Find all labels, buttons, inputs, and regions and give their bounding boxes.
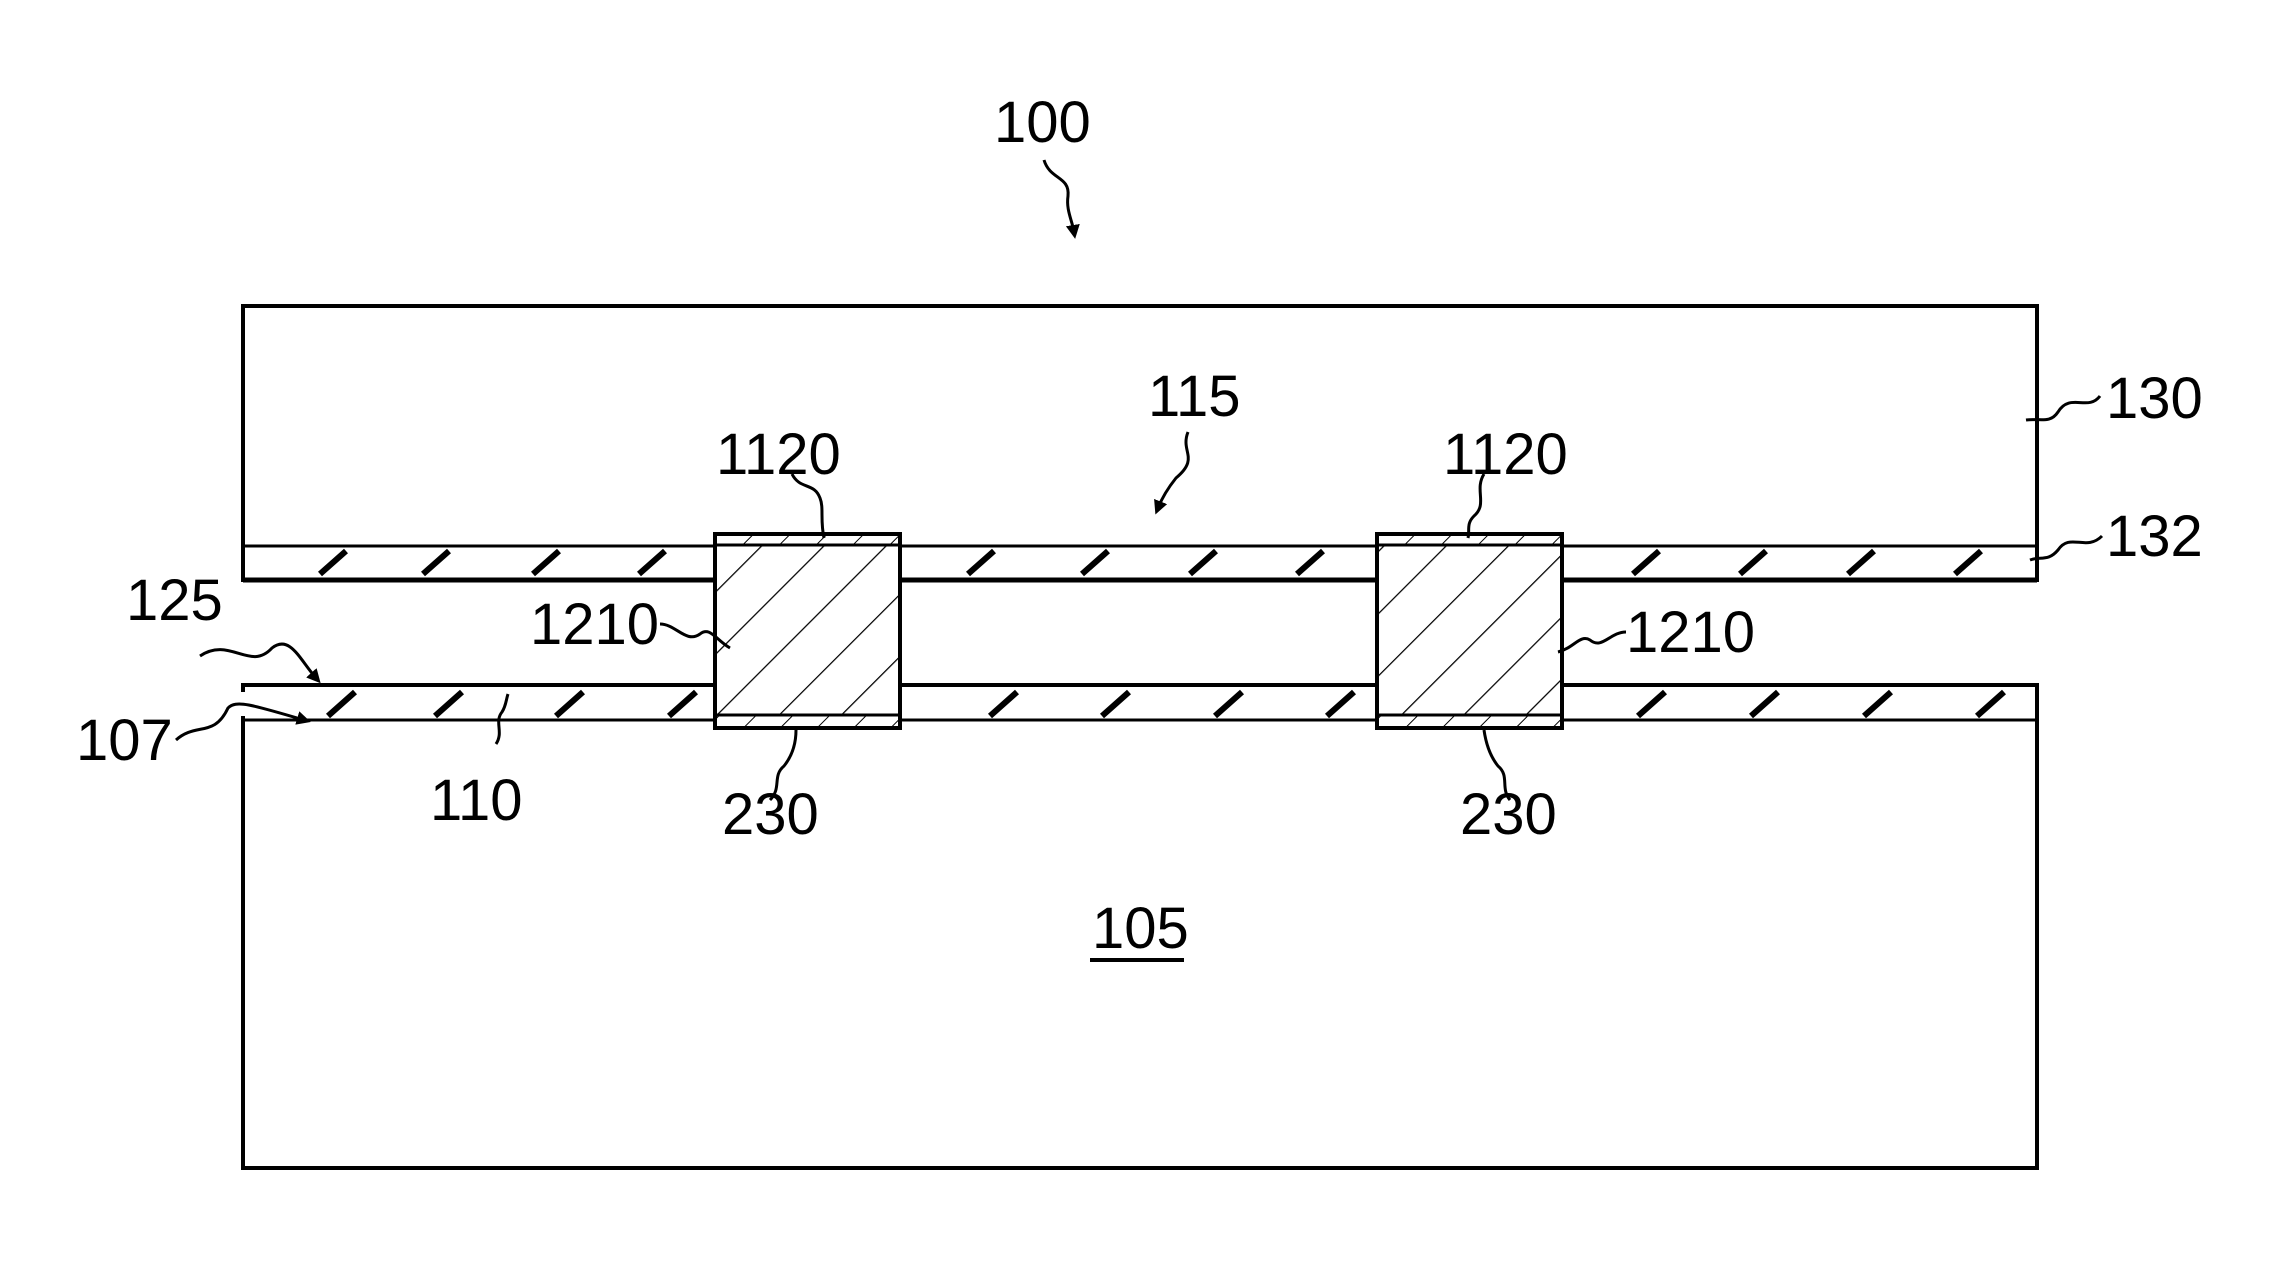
label-top-layer: 132	[2106, 504, 2203, 569]
label-surface-arrow: 125	[126, 568, 223, 633]
label-top-cap-right: 1120	[1443, 422, 1568, 487]
label-device: 100	[994, 90, 1091, 155]
pad-right	[1379, 715, 1560, 726]
top-layer-hatch	[320, 551, 1981, 574]
label-pillar-left: 1210	[530, 592, 659, 657]
label-top-cap-left: 1120	[716, 422, 841, 487]
label-surface: 107	[76, 708, 173, 773]
label-bottom-pad-left: 230	[722, 782, 819, 847]
arrow-100	[1044, 160, 1074, 232]
label-gap: 115	[1148, 364, 1240, 429]
label-bottom-pad-right: 230	[1460, 782, 1557, 847]
top-substrate	[243, 306, 2037, 580]
arrow-115	[1158, 432, 1188, 508]
cap-left	[717, 536, 898, 545]
label-bottom-layer: 110	[430, 768, 522, 833]
label-top-substrate: 130	[2106, 366, 2203, 431]
label-substrate: 105	[1092, 896, 1189, 961]
bottom-layer-hatch	[328, 692, 2004, 716]
pillar-right	[1377, 534, 1562, 728]
pillar-left	[715, 534, 900, 728]
arrow-125	[200, 644, 316, 678]
pad-left	[717, 715, 898, 726]
label-pillar-right: 1210	[1626, 600, 1755, 665]
